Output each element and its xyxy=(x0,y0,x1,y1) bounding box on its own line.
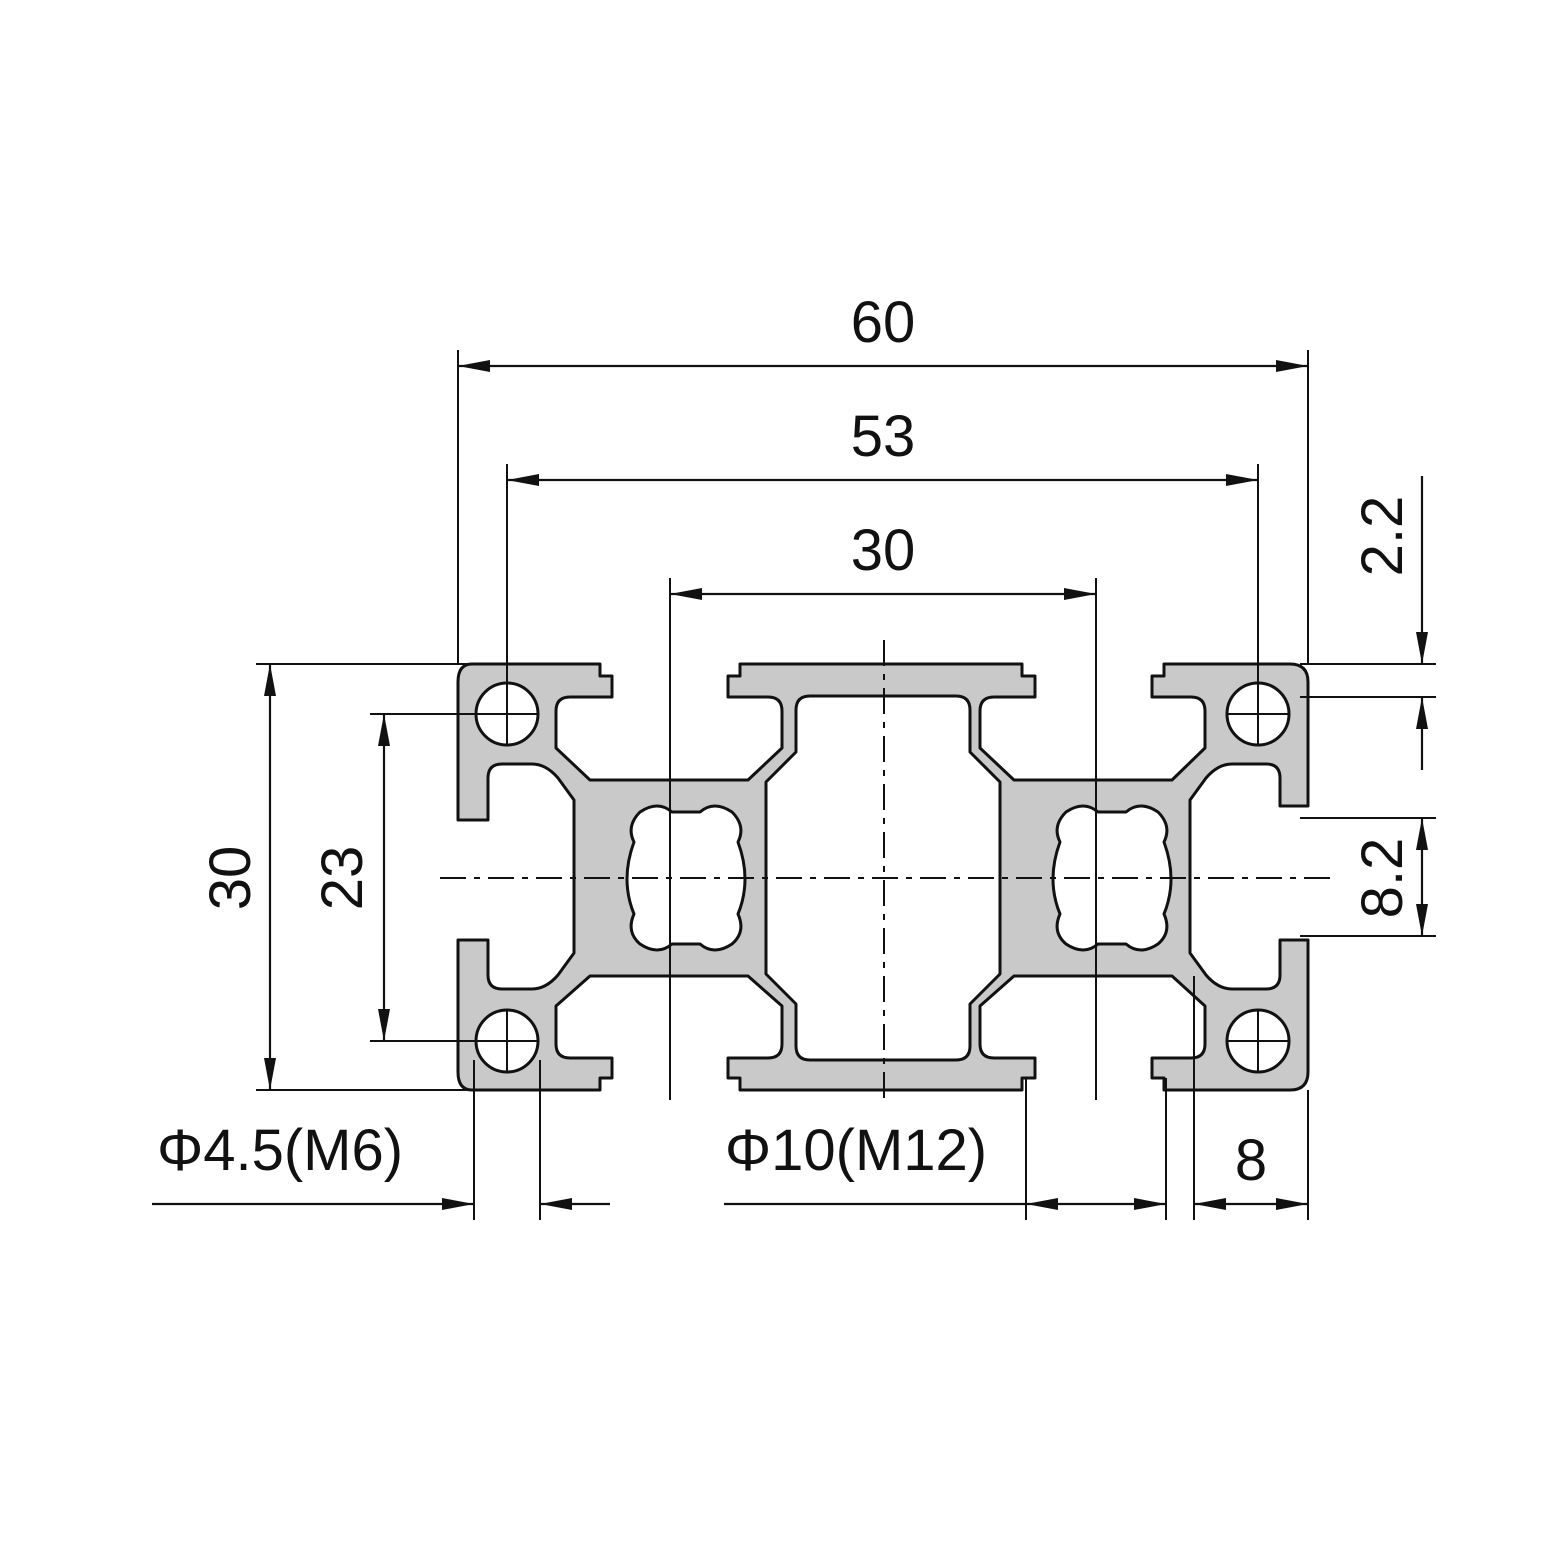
dimension-labels: 60 53 30 30 23 2.2 8.2 Φ4.5(M6) Φ10(M12)… xyxy=(157,290,1415,1193)
profile-outline xyxy=(456,662,1310,1092)
label-hole-vertical-spacing: 23 xyxy=(310,846,375,911)
center-lines xyxy=(440,640,1330,1100)
arrow xyxy=(1194,1198,1226,1210)
label-overall-width: 60 xyxy=(851,290,916,355)
arrow xyxy=(378,714,390,746)
arrow xyxy=(264,664,276,696)
arrow xyxy=(1416,904,1428,936)
arrow xyxy=(1276,1198,1308,1210)
arrow xyxy=(1226,474,1258,486)
arrow xyxy=(1064,588,1096,600)
arrow xyxy=(507,474,539,486)
label-corner-hole: Φ4.5(M6) xyxy=(157,1118,403,1183)
label-slot-width: 8 xyxy=(1235,1128,1267,1193)
label-center-hole: Φ10(M12) xyxy=(725,1118,987,1183)
corner-hole-bottom-left xyxy=(474,1008,540,1074)
label-top-flange: 2.2 xyxy=(1350,496,1415,577)
arrow xyxy=(1416,697,1428,729)
arrow xyxy=(264,1058,276,1090)
corner-hole-bottom-right xyxy=(1225,1008,1291,1074)
extension-lines xyxy=(256,350,1436,1220)
dimension-lines xyxy=(152,360,1428,1210)
corner-hole-top-left xyxy=(474,681,540,747)
arrow xyxy=(670,588,702,600)
arrow xyxy=(1416,818,1428,850)
label-hole-spacing: 53 xyxy=(851,404,916,469)
label-overall-height: 30 xyxy=(198,846,263,911)
arrow xyxy=(442,1198,474,1210)
arrow xyxy=(1026,1198,1058,1210)
arrow xyxy=(458,360,490,372)
arrow xyxy=(1276,360,1308,372)
label-slot-opening: 8.2 xyxy=(1350,838,1415,919)
arrow xyxy=(540,1198,572,1210)
arrow xyxy=(1416,632,1428,664)
label-center-spacing: 30 xyxy=(851,518,916,583)
arrow xyxy=(378,1009,390,1041)
arrow xyxy=(1134,1198,1166,1210)
corner-hole-top-right xyxy=(1225,681,1291,747)
